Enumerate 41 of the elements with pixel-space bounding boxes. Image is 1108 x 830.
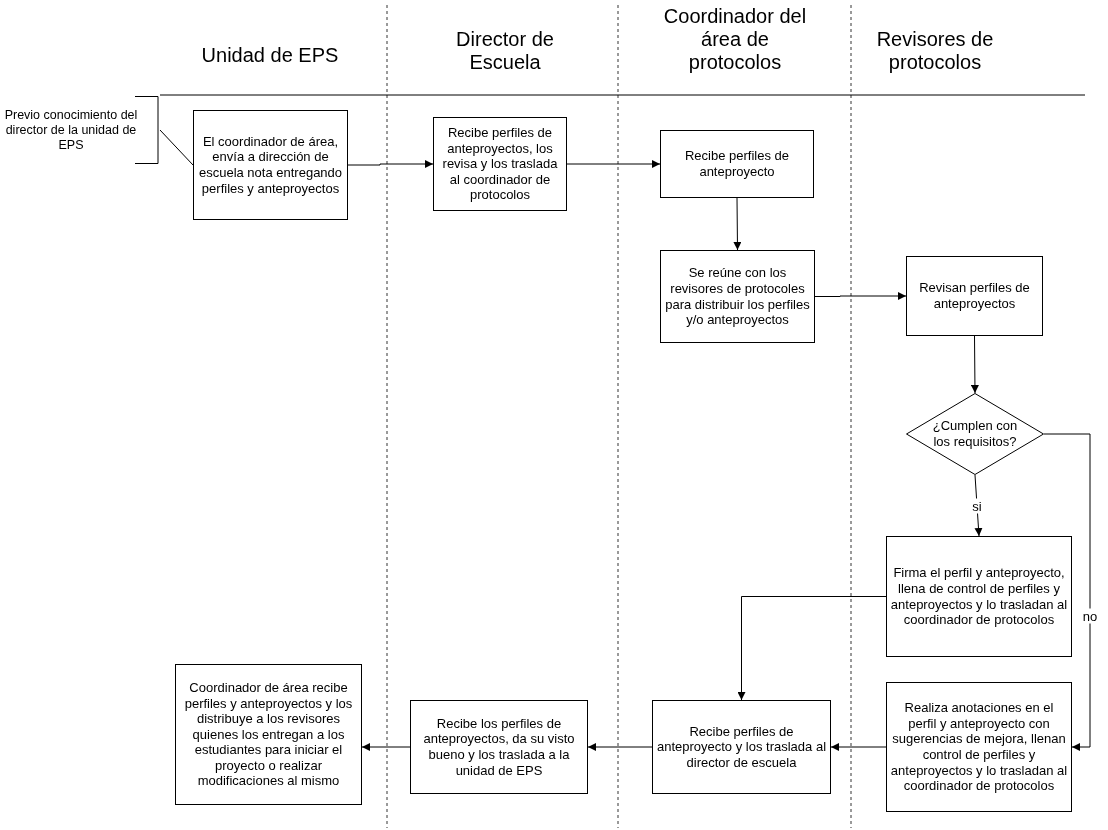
arrow [587,743,653,751]
arrow [361,743,411,751]
node-text: Se reúne con los revisores de protocoles para distribuir los perfiles y/o anteproyectos [664,265,811,328]
leader-line [159,129,194,166]
process-box [886,682,1072,812]
node-text: ¿Cumplen con los requisitos? [931,418,1019,450]
arrow [737,596,887,701]
process-box [906,256,1043,336]
lane-heading: Coordinador del área de protocolos [662,5,808,74]
node-text: Recibe perfiles de anteproyecto y los traslada al director de escuela [656,723,827,771]
arrow [814,292,907,300]
process-box [433,117,567,211]
process-box [193,110,348,220]
node-text: Previo conocimiento del director de la unidad de EPS [3,107,139,153]
edge-label: si [970,498,984,513]
node-text: Firma el perfil y anteproyecto, llena de control de perfiles y anteproyectos y lo trasladan al coordinador de protocolos [890,565,1068,628]
node-text: El coordinador de área, envía a dirección de escuela nota entregando perfiles y anteproyectos [197,133,344,197]
lane-heading: Unidad de EPS [200,44,340,67]
process-box [652,700,831,794]
node-text: Recibe perfiles de anteproyecto [683,148,791,180]
arrow [733,197,742,251]
arrow [830,743,887,751]
node-text: Revisan perfiles de anteproyectos [918,280,1031,312]
process-box [660,130,814,198]
arrow [1043,433,1091,751]
arrow [347,160,434,168]
arrow [974,474,983,537]
arrow [566,160,661,168]
process-box [410,700,588,794]
edge-label: no [1080,608,1100,623]
decision-diamond [906,393,1044,475]
lane-heading: Revisores de protocolos [875,28,995,74]
node-text: Recibe perfiles de anteproyectos, los revisa y los traslada al coordinador de protocolos [441,125,559,203]
node-text: Coordinador de área recibe perfiles y anteproyectos y los distribuye a los revisores quienes los entregan a los estudiantes para iniciar el proyecto o realizar modificaciones al mismo [183,679,354,790]
node-text: Realiza anotaciones en el perfil y anteproyecto con sugerencias de mejora, llenan control de perfiles y anteproyectos y lo trasladan al coordinador de protocolos [890,700,1068,794]
node-text: Recibe los perfiles de anteproyectos, da su visto bueno y los traslada a la unidad de EPS [422,715,576,779]
process-box [886,536,1072,657]
process-box [660,250,815,343]
lane-heading: Director de Escuela [455,28,555,74]
process-box [175,664,362,805]
arrow [970,335,979,394]
